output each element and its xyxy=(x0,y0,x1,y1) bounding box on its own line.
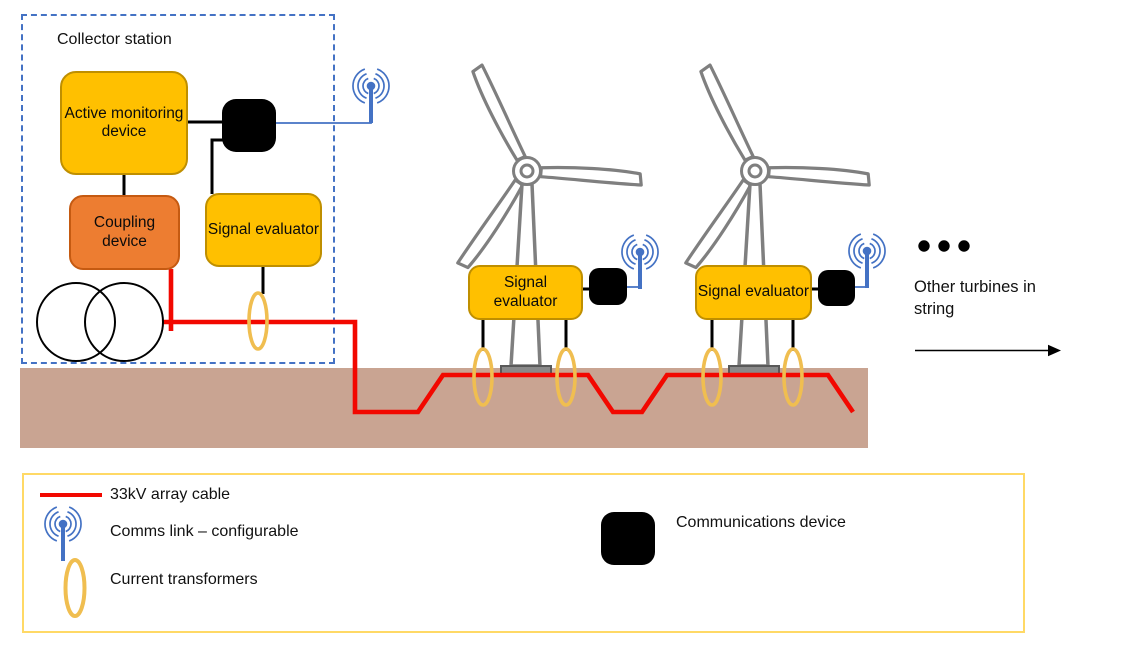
communications-device-turbine-2 xyxy=(818,270,855,306)
signal-evaluator-box-turbine-1: Signal evaluator xyxy=(468,265,583,320)
signal-evaluator-box-collector: Signal evaluator xyxy=(205,193,322,267)
comms-links xyxy=(276,90,868,288)
communications-device-turbine-1 xyxy=(589,268,627,305)
legend-current-transformers-label: Current transformers xyxy=(110,571,258,588)
legend-comms-link-label: Comms link – configurable xyxy=(110,523,299,540)
legend-communications-device-label: Communications device xyxy=(676,514,846,531)
signal-connectors xyxy=(122,120,820,351)
legend-array-cable-swatch xyxy=(40,493,102,497)
coupling-device-box: Coupling device xyxy=(69,195,180,270)
legend-array-cable-label: 33kV array cable xyxy=(110,486,231,503)
ellipsis-dots xyxy=(918,240,970,252)
signal-evaluator-box-turbine-2: Signal evaluator xyxy=(695,265,812,320)
ground-strip xyxy=(20,368,868,448)
wind-turbine-1 xyxy=(455,63,645,377)
legend-current-transformer-icon xyxy=(63,558,87,618)
string-direction-arrow xyxy=(915,344,1061,357)
collector-station-label: Collector station xyxy=(57,31,172,48)
antenna-icon-turbine-1 xyxy=(619,233,661,291)
active-monitoring-device-box: Active monitoring device xyxy=(60,71,188,175)
two-circle-transformer-icon xyxy=(36,282,164,362)
current-transformer-icons xyxy=(247,291,804,407)
legend-communications-device-icon xyxy=(601,512,655,565)
antenna-icon-collector xyxy=(350,67,392,125)
legend-box: 33kV array cable Comms link – configurab… xyxy=(22,473,1025,633)
collector-station-boundary xyxy=(21,14,335,364)
communications-device-collector xyxy=(222,99,276,152)
other-turbines-label: Other turbines in string xyxy=(914,278,1036,318)
